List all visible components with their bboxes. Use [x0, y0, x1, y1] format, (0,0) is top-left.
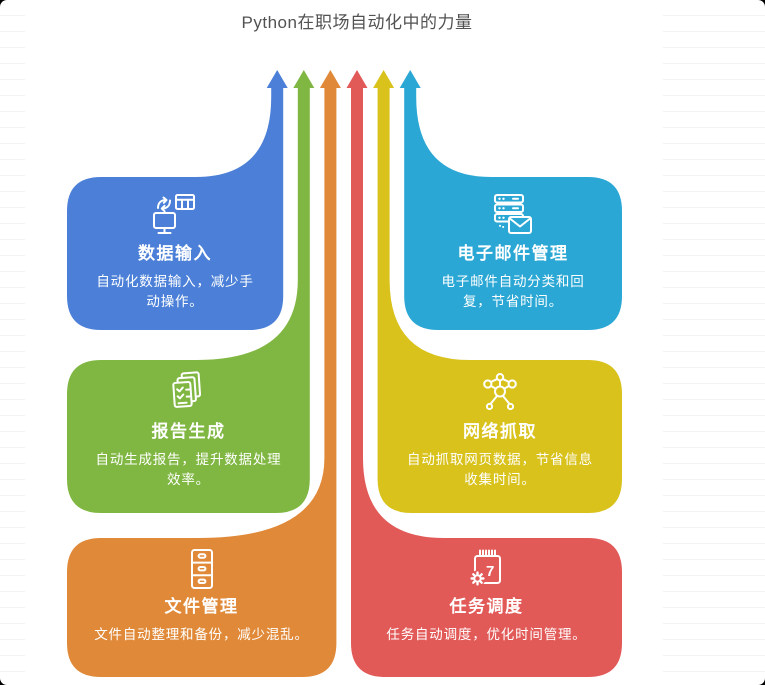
flow-shape-web-scraping: [373, 70, 622, 513]
card-email-management: 电子邮件管理 电子邮件自动分类和回复，节省时间。: [404, 177, 622, 346]
card-title: 文件管理: [164, 597, 239, 616]
file-cabinet-icon: [190, 549, 213, 589]
card-web-scraping: 网络抓取 自动抓取网页数据，节省信息收集时间。: [378, 360, 622, 524]
card-task-scheduling: 7 任务调度 任务自动调度，优化时间管理。: [351, 538, 622, 685]
card-title: 任务调度: [449, 597, 524, 616]
report-pages-icon: [171, 371, 201, 408]
card-title: 报告生成: [151, 422, 226, 441]
calendar-digit: 7: [486, 563, 494, 580]
card-title: 网络抓取: [463, 422, 537, 441]
calendar-gear-icon: 7: [469, 549, 501, 587]
flow-shape-report-generation: [67, 70, 315, 513]
server-mail-icon: [494, 194, 532, 234]
card-data-input: 数据输入 自动化数据输入，减少手动操作。: [67, 177, 283, 346]
card-title: 电子邮件管理: [457, 244, 569, 263]
card-report-generation: 报告生成 自动生成报告，提升数据处理效率。: [67, 360, 310, 524]
page-title: Python在职场自动化中的力量: [241, 13, 473, 32]
card-file-management: 文件管理 文件自动整理和备份，减少混乱。: [67, 538, 336, 685]
card-desc: 自动生成报告，提升数据处理效率。: [95, 452, 282, 487]
card-title: 数据输入: [138, 244, 212, 263]
card-desc: 文件自动整理和备份，减少混乱。: [94, 627, 309, 642]
card-desc: 自动抓取网页数据，节省信息收集时间。: [407, 452, 593, 487]
card-desc: 电子邮件自动分类和回复，节省时间。: [441, 274, 585, 309]
network-nodes-icon: [483, 372, 517, 411]
card-desc: 自动化数据输入，减少手动操作。: [96, 274, 254, 309]
flow-shape-email-management: [399, 70, 622, 330]
monitor-sync-icon: [153, 194, 195, 234]
card-desc: 任务自动调度，优化时间管理。: [386, 627, 587, 642]
